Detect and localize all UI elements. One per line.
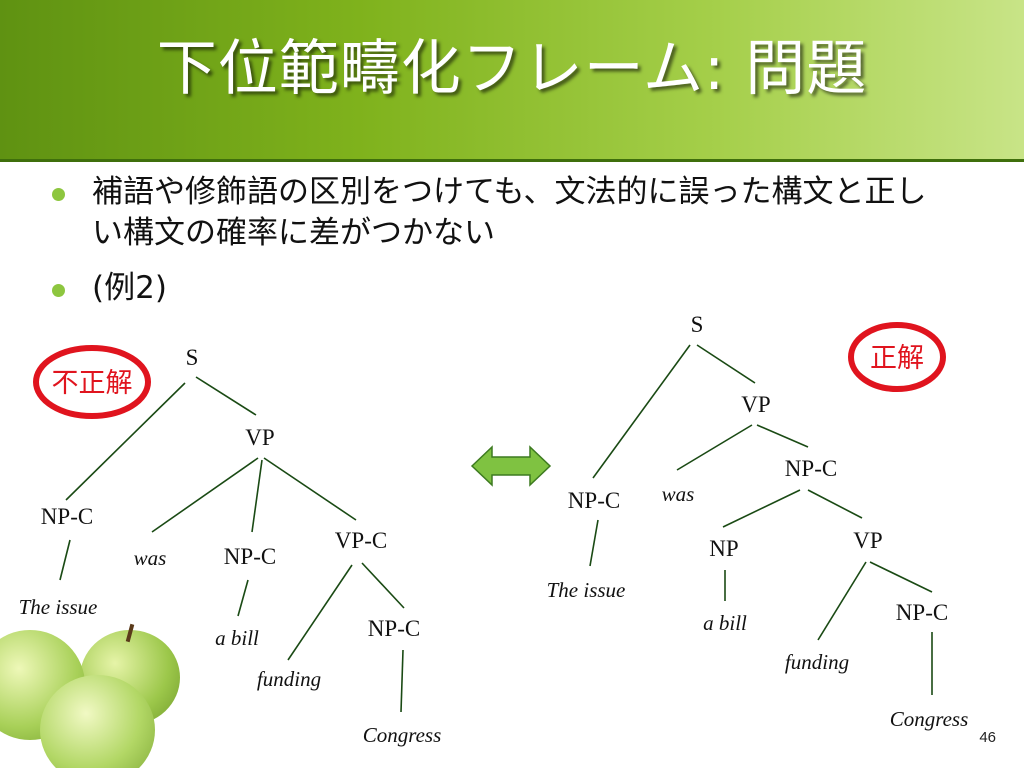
leaf-the-issue: The issue <box>547 578 626 602</box>
correct-mark-label: 正解 <box>870 343 924 374</box>
node-np-c-subject: NP-C <box>41 504 93 529</box>
bullet-item: 補語や修飾語の区別をつけても、文法的に誤った構文と正しい構文の確率に差がつかない <box>52 172 952 254</box>
left-tree: 不正解 S VP NP-C NP-C VP-C NP-C The issue w… <box>19 345 442 747</box>
leaf-was: was <box>134 546 167 570</box>
double-arrow-icon <box>470 445 552 487</box>
incorrect-mark-ring <box>33 345 151 419</box>
title-banner: 下位範疇化フレーム: 問題 <box>0 0 1024 162</box>
bullet-text: 補語や修飾語の区別をつけても、文法的に誤った構文と正しい構文の確率に差がつかない <box>92 174 927 251</box>
leaf-funding: funding <box>785 650 849 674</box>
node-vp: VP <box>741 392 770 417</box>
correct-mark-ring <box>848 322 946 392</box>
page-number: 46 <box>979 729 996 746</box>
slide-title: 下位範疇化フレーム: 問題 <box>156 34 868 104</box>
node-np-c-object: NP-C <box>785 456 837 481</box>
bullet-dot-icon <box>52 284 65 297</box>
incorrect-mark-label: 不正解 <box>52 368 133 399</box>
node-vp-inner: VP <box>853 528 882 553</box>
node-vp: VP <box>245 425 274 450</box>
node-np-c-inner: NP-C <box>368 616 420 641</box>
node-s: S <box>691 312 704 337</box>
node-np: NP <box>709 536 738 561</box>
leaf-a-bill: a bill <box>703 611 747 635</box>
leaf-the-issue: The issue <box>19 595 98 619</box>
node-np-c-object: NP-C <box>224 544 276 569</box>
leaf-a-bill: a bill <box>215 626 259 650</box>
leaf-congress: Congress <box>890 707 969 731</box>
node-vp-c: VP-C <box>335 528 387 553</box>
bullet-item: (例2) <box>52 268 167 309</box>
leaf-funding: funding <box>257 667 321 691</box>
node-s: S <box>186 345 199 370</box>
leaf-was: was <box>662 482 695 506</box>
bullet-text: (例2) <box>92 270 167 306</box>
node-np-c-subject: NP-C <box>568 488 620 513</box>
leaf-congress: Congress <box>363 723 442 747</box>
node-np-c-inner: NP-C <box>896 600 948 625</box>
right-tree: 正解 S VP NP-C NP-C NP VP NP-C The issue w… <box>547 312 969 731</box>
apples-image <box>0 600 250 768</box>
bullet-dot-icon <box>52 188 65 201</box>
